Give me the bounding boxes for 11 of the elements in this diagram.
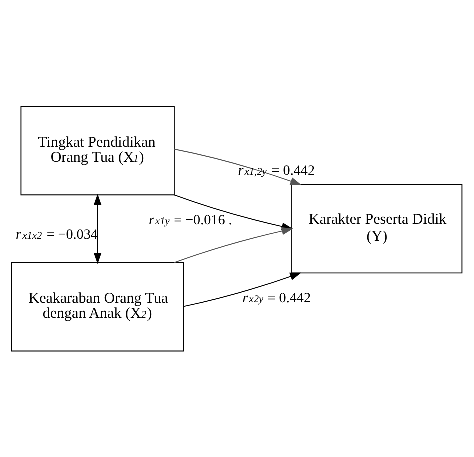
arrow [183, 272, 302, 307]
arrow [174, 226, 294, 263]
node-box: Keakaraban Orang Tua dengan Anak (X2) [11, 262, 184, 352]
edge-label: rx1y = −0.016 . [148, 212, 232, 228]
arrow [94, 194, 102, 264]
edge-label: rx1x2 = −0.034 [16, 226, 98, 243]
node-box: Karakter Peserta Didik (Y) [292, 184, 463, 274]
node-box: Tingkat Pendidikan Orang Tua (X1) [20, 106, 175, 196]
edge-label: rx1,2y = 0.442 [238, 162, 316, 179]
arrow [174, 148, 302, 185]
edge-label: rx2y = 0.442 [242, 290, 312, 306]
